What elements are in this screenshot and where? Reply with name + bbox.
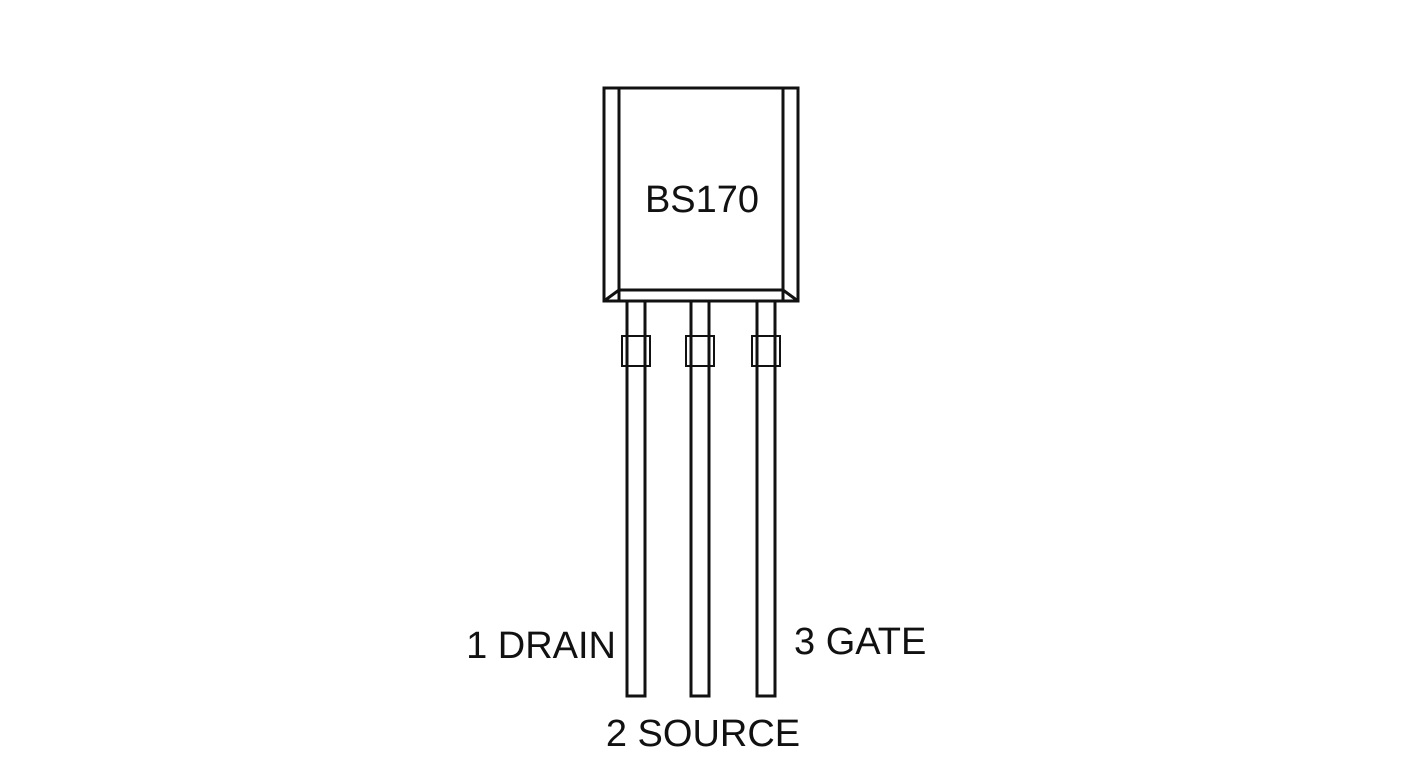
pin-2-label: 2 SOURCE: [606, 713, 800, 755]
lead-2-outline: [689, 299, 711, 698]
package-bottom-bevel: [603, 288, 799, 303]
lead-3-outline: [755, 299, 777, 698]
lead-2-kink: [685, 335, 715, 367]
lead-2-source: [685, 299, 715, 698]
lead-3-kink: [751, 335, 781, 367]
lead-1-drain: [621, 299, 651, 698]
pin-3-label: 3 GATE: [794, 621, 926, 663]
package-body: BS170: [602, 86, 800, 303]
lead-1-outline: [625, 299, 647, 698]
lead-1-kink: [621, 335, 651, 367]
pin-1-label: 1 DRAIN: [466, 625, 616, 667]
lead-3-gate: [751, 299, 781, 698]
part-number-label: BS170: [645, 179, 759, 221]
